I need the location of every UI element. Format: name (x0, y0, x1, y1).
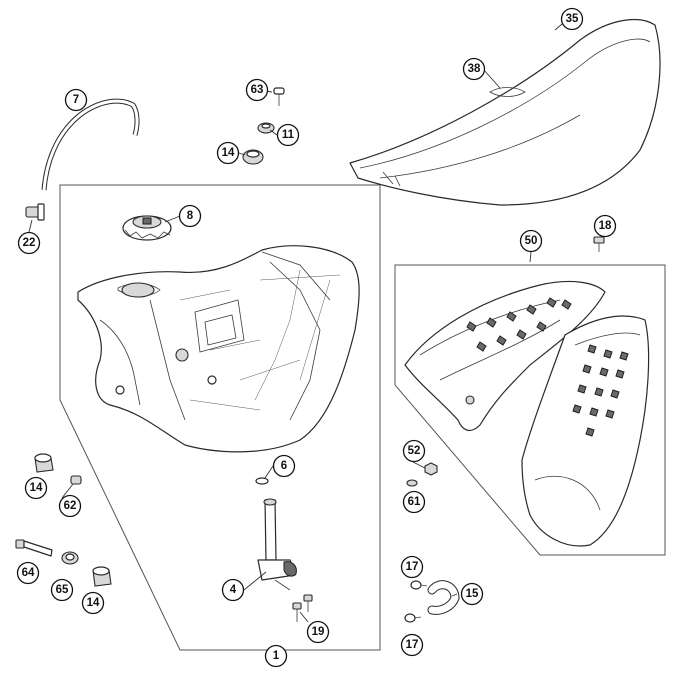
callout-14-left-label: 14 (30, 482, 43, 494)
callout-4: 4 (221, 578, 245, 602)
fuel-hose-15 (427, 580, 460, 615)
spoiler-left-panel (404, 280, 606, 432)
nut-52 (424, 462, 438, 476)
callout-52-label: 52 (408, 445, 421, 457)
callout-11: 11 (276, 123, 300, 147)
callout-4-label: 4 (230, 584, 237, 596)
hose-clamp-17-bottom (404, 613, 422, 623)
screws-19 (292, 594, 313, 622)
callout-14-left: 14 (24, 476, 48, 500)
callout-65-label: 65 (56, 584, 69, 596)
hose-clamp-17-top (410, 580, 428, 590)
bushing-65 (61, 551, 79, 565)
callout-1-label: 1 (273, 650, 280, 662)
callout-18-label: 18 (599, 220, 612, 232)
callout-65: 65 (50, 578, 74, 602)
callout-63-label: 63 (251, 84, 264, 96)
callout-17-top-label: 17 (406, 561, 419, 573)
spoiler-group-frame (394, 264, 666, 556)
grommet-14-top (242, 149, 264, 165)
callout-52: 52 (402, 439, 426, 463)
callout-38: 38 (462, 57, 486, 81)
callout-17-bottom-label: 17 (406, 639, 419, 651)
grommet-14-bottom (92, 566, 112, 587)
callout-50-label: 50 (525, 235, 538, 247)
fuel-breather-hose (41, 98, 140, 191)
callout-14-bottom: 14 (81, 591, 105, 615)
fuel-tank (77, 245, 360, 453)
callout-11-label: 11 (282, 129, 295, 141)
callout-38-label: 38 (468, 63, 481, 75)
grommet-14-left (34, 453, 54, 473)
callout-22: 22 (17, 231, 41, 255)
seal-ring-6 (255, 477, 269, 485)
callout-61-label: 61 (408, 496, 421, 508)
callout-62-label: 62 (64, 500, 77, 512)
callout-6-label: 6 (281, 460, 287, 472)
callout-7-label: 7 (73, 94, 79, 106)
callout-64-label: 64 (22, 567, 35, 579)
callout-18: 18 (593, 214, 617, 238)
callout-64: 64 (16, 561, 40, 585)
callout-35: 35 (560, 7, 584, 31)
screw-18 (593, 236, 605, 252)
seat (349, 19, 661, 206)
callout-8-label: 8 (187, 210, 194, 222)
fuel-cap (122, 215, 172, 241)
washer-61 (406, 479, 418, 487)
callout-19: 19 (306, 620, 330, 644)
fuel-tap (257, 498, 297, 591)
callout-35-label: 35 (566, 13, 579, 25)
callout-15: 15 (460, 582, 484, 606)
callout-19-label: 19 (312, 626, 325, 638)
callout-61: 61 (402, 490, 426, 514)
callout-6: 6 (272, 454, 296, 478)
hose-fitting-22 (25, 203, 45, 221)
bolt-64 (15, 539, 53, 557)
callout-62: 62 (58, 494, 82, 518)
callout-14-top: 14 (216, 141, 240, 165)
callout-14-top-label: 14 (222, 147, 235, 159)
screw-63 (273, 87, 285, 106)
callout-17-bottom: 17 (400, 633, 424, 657)
spacer-62 (70, 475, 82, 485)
callout-50: 50 (519, 229, 543, 253)
callout-15-label: 15 (466, 588, 479, 600)
callout-22-label: 22 (23, 237, 36, 249)
callout-8: 8 (178, 204, 202, 228)
callout-14-bottom-label: 14 (87, 597, 100, 609)
callout-7: 7 (64, 88, 88, 112)
callout-1: 1 (264, 644, 288, 668)
callout-63: 63 (245, 78, 269, 102)
callout-17-top: 17 (400, 555, 424, 579)
spoiler-right-panel (521, 315, 650, 547)
